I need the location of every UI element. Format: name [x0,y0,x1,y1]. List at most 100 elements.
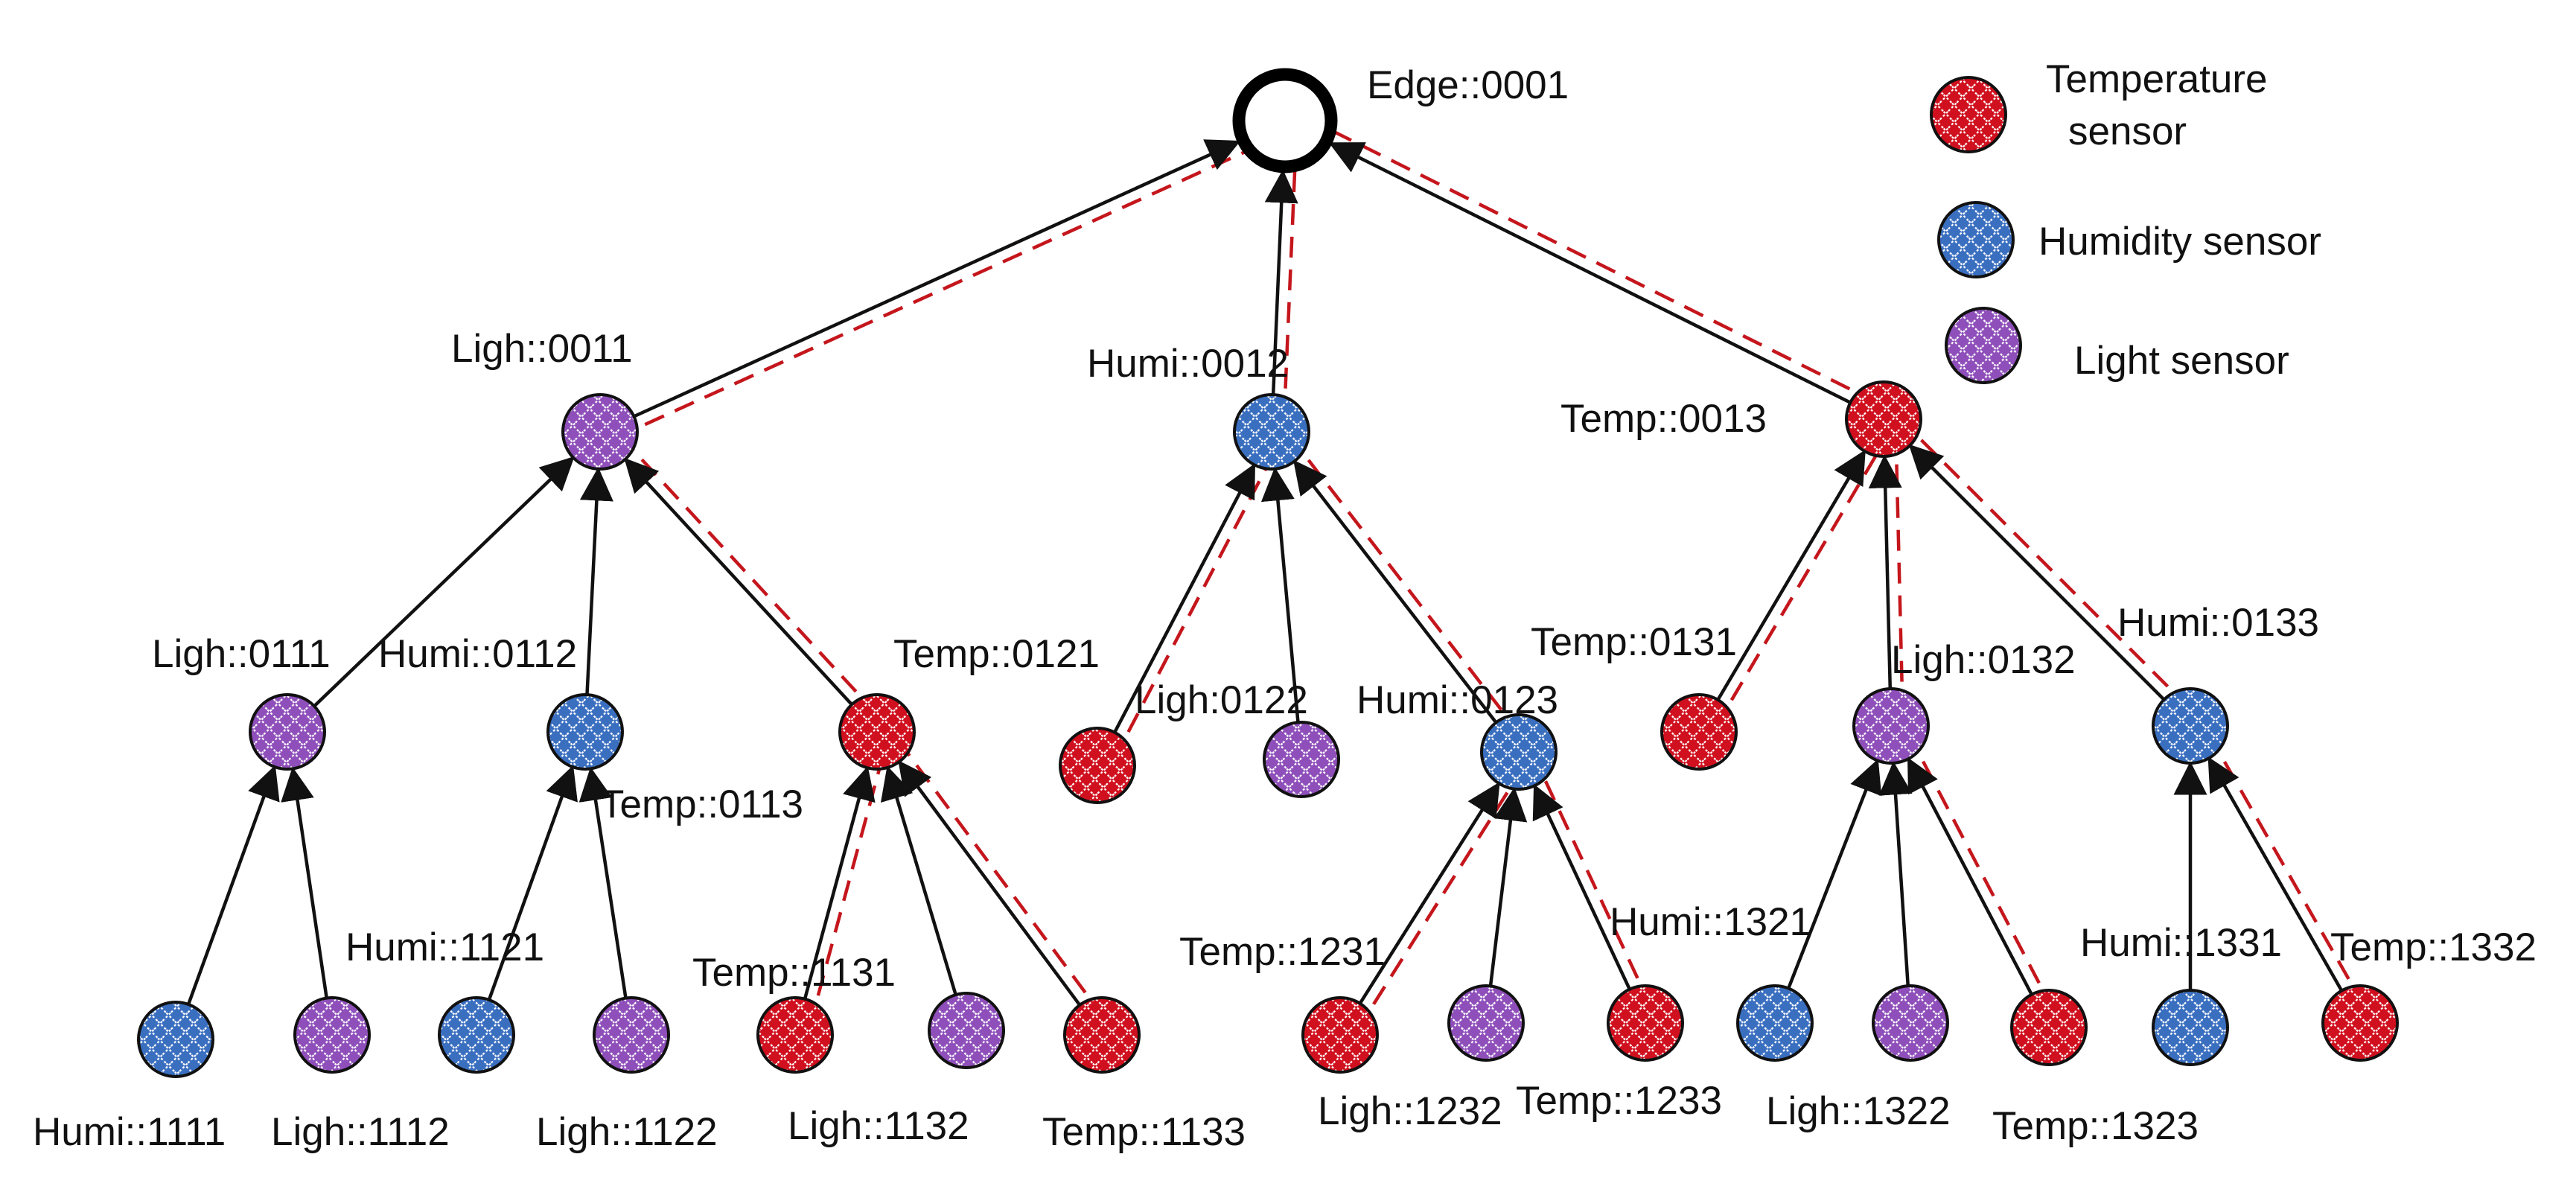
path-n0123-to-n0012 [1300,450,1523,737]
node-label-n0123: Humi::0123 [1356,678,1558,722]
path-n0121-to-n0011 [631,447,880,717]
node-label-n1122: Ligh::1122 [536,1110,718,1154]
sensor-node-n1323 [2010,989,2088,1066]
sensor-node-n0113 [1059,727,1136,804]
legend-label-humi: Humidity sensor [2038,220,2321,264]
edge-n1111-to-n0111 [176,765,280,1033]
edge-n1122-to-n0112 [578,766,632,1028]
path-n0012-to-edge [1282,168,1297,421]
edge-n1323-to-n0132 [1907,757,2047,1022]
edge-n1112-to-n0111 [281,766,333,1028]
tree-edges-layer [176,139,2358,1033]
sensor-node-n0013 [1845,380,1922,458]
sensor-node-n1331 [2152,989,2229,1066]
path-n1231-to-n0123 [1354,786,1512,1033]
path-n0113-to-n0012 [1112,467,1268,762]
path-n0013-to-edge [1332,130,1880,406]
sensor-node-n1121 [438,996,515,1074]
node-label-n1332: Temp::1332 [2330,925,2537,969]
sensor-node-n1111 [137,1001,214,1078]
node-label-n1111: Humi::1111 [33,1110,226,1154]
path-n0132-to-n0013 [1894,453,1904,715]
node-label-n0112: Humi::0112 [378,632,577,676]
data-path-layer [614,130,2367,1033]
edge-n0133-to-n0013 [1908,444,2187,722]
node-label-n0132: Ligh::0132 [1891,638,2076,682]
sensor-node-n1112 [293,996,371,1074]
sensor-node-n0133 [2152,687,2229,765]
edge-n0113-to-n0012 [1099,463,1256,760]
sensor-node-n0121 [838,693,916,771]
tree-nodes-layer [137,68,2399,1078]
edge-n0111-to-n0011 [291,456,575,728]
path-n1332-to-n0133 [2216,748,2367,1009]
edge-n1332-to-n0133 [2207,756,2358,1018]
node-label-n1131: Temp::1131 [692,951,896,995]
path-n1323-to-n0132 [1916,750,2056,1013]
sensor-node-n1132 [928,992,1005,1069]
edge-n1121-to-n0112 [477,765,578,1029]
sensor-node-n1322 [1872,984,1949,1062]
node-label-n0013: Temp::0013 [1560,397,1767,441]
node-label-n1321: Humi::1321 [1610,900,1811,944]
node-label-n1133: Temp::1133 [1042,1110,1246,1154]
edge-n0122-to-n0012 [1260,467,1303,753]
node-label-n0012: Humi::0012 [1087,342,1289,386]
edge-n1133-to-n0121 [898,760,1099,1030]
path-n1131-to-n0121 [808,767,881,1028]
sensor-node-n0132 [1852,687,1930,765]
sensor-node-n0112 [546,693,624,771]
sensor-node-n0131 [1660,693,1738,771]
node-label-n1323: Temp::1323 [1992,1104,2199,1148]
edge-n0012-to-edge [1264,169,1298,425]
node-label-n1121: Humi::1121 [345,925,544,969]
node-label-n0121: Temp::0121 [893,632,1100,676]
node-label-n0133: Humi::0133 [2117,601,2319,645]
path-n0011-to-edge [614,149,1248,440]
edge-n1322-to-n0132 [1878,761,1913,1016]
legend-label-ligh: Light sensor [2074,339,2289,383]
sensor-node-n0012 [1233,393,1310,471]
sensor-node-n1131 [756,996,834,1074]
edge-n0123-to-n0012 [1293,459,1516,748]
edge-n1321-to-n0132 [1776,759,1882,1017]
edge-n1132-to-n0121 [880,765,966,1024]
node-label-n0122: Ligh:0122 [1135,678,1308,722]
node-label-n1112: Ligh::1112 [271,1110,450,1154]
node-label-n1231: Temp::1231 [1179,930,1386,974]
legend-swatch-ligh [1945,307,2022,384]
sensor-node-n1321 [1736,984,1814,1062]
edge-n0013-to-edge [1328,142,1878,418]
sensor-node-n1232 [1447,984,1525,1062]
sensor-node-n0123 [1480,713,1558,791]
node-label-n0113: Temp::0113 [600,783,803,826]
legend-swatch-temp [1930,76,2007,153]
edge-node-root [1232,68,1338,173]
node-label-n1233: Temp::1233 [1516,1079,1722,1123]
edge-n1232-to-n0123 [1485,787,1528,1016]
edge-n0121-to-n0011 [624,457,873,728]
node-label-n1331: Humi::1331 [2080,921,2282,965]
edge-n0112-to-n0011 [579,467,613,725]
sensor-node-n1231 [1301,996,1379,1074]
path-n1133-to-n0121 [905,751,1106,1020]
edge-n1233-to-n0123 [1532,784,1644,1017]
sensor-node-n0111 [249,693,326,771]
sensor-node-n1122 [593,996,670,1074]
edge-n1231-to-n0123 [1342,782,1500,1030]
node-label-n1232: Ligh::1232 [1318,1089,1502,1133]
edge-n1131-to-n0121 [795,765,876,1028]
legend-swatch-humi [1937,201,2015,278]
edge-n0011-to-edge [606,139,1241,430]
sensor-node-n1133 [1063,996,1141,1074]
edge-n0132-to-n0013 [1868,454,1902,719]
sensor-node-n0011 [561,393,639,471]
sensor-node-n0122 [1263,721,1340,798]
edge-n0131-to-n0013 [1701,449,1866,727]
node-label-n1132: Ligh::1132 [788,1104,969,1148]
